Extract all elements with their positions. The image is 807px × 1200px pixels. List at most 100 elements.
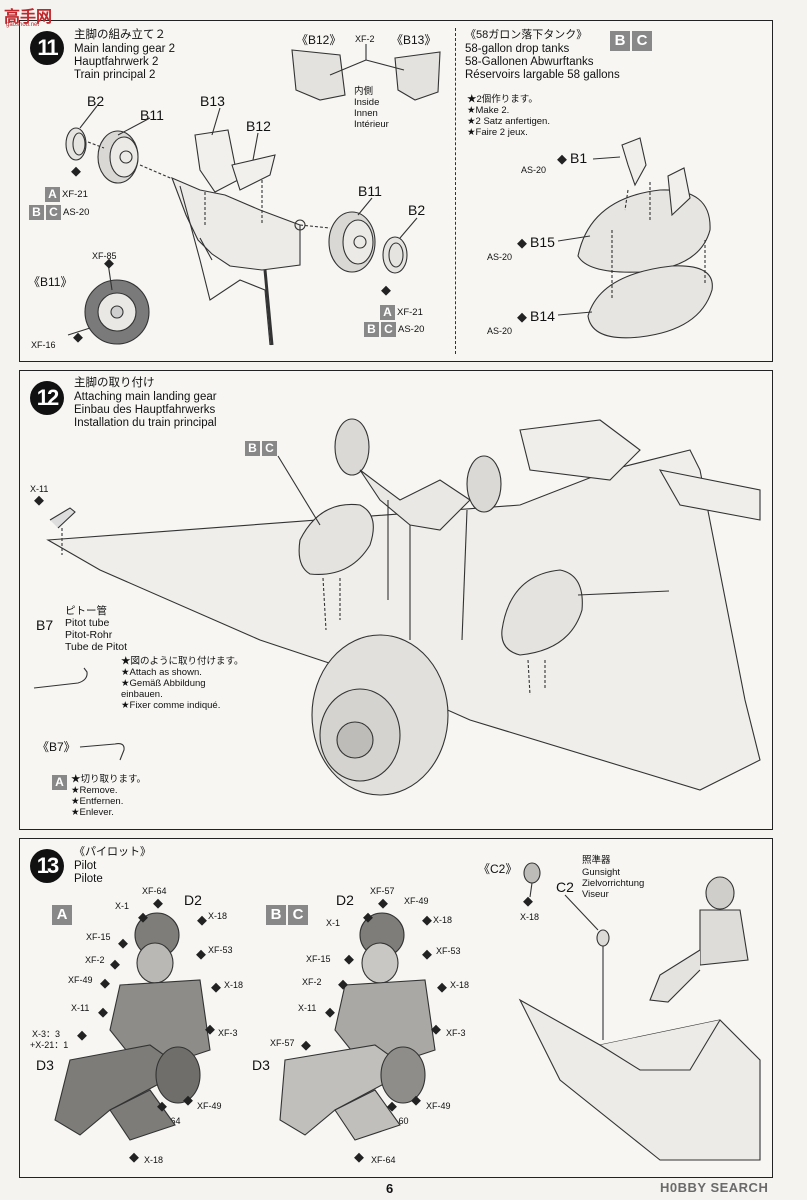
part-label-b15: B15 — [530, 234, 555, 250]
part-label-b11: B11 — [140, 107, 164, 123]
b7-detail-label: 《B7》 — [37, 740, 76, 754]
step-number-13: 13 — [30, 849, 64, 883]
step-13-title-en: Pilot — [74, 860, 97, 872]
detail-code-xf2: XF-2 — [355, 34, 375, 44]
detail-b12: 《B12》 — [296, 33, 342, 47]
paint-code-x11: X-11 — [30, 484, 49, 494]
paint-label: X-1 — [326, 918, 341, 928]
step-11-title-fr: Train principal 2 — [74, 69, 156, 81]
tanks-title-de: 58-Gallonen Abwurftanks — [465, 56, 594, 68]
paint-label: XF-49 — [68, 975, 93, 985]
variant-box-b: B — [364, 322, 379, 337]
paint-label: X-3：3 — [32, 1029, 61, 1039]
step-12-title-jp: 主脚の取り付け — [74, 377, 155, 389]
paint-label: X-18 — [433, 915, 453, 925]
remove-variant-box: A — [52, 774, 69, 792]
part-label-b14: B14 — [530, 308, 555, 324]
paint-label: X-18 — [144, 1155, 164, 1165]
paint-label: XF-49 — [404, 896, 429, 906]
inside-label-en: Inside — [354, 97, 380, 108]
step-11-title-jp: 主脚の組み立て２ — [74, 29, 166, 41]
attach-note: ★Attach as shown. — [121, 667, 202, 678]
step-number-11: 11 — [30, 31, 64, 65]
variant-box-c: C — [632, 31, 652, 51]
paint-label: XF-64 — [156, 1116, 181, 1126]
site-logo-sub: gaoshou.net — [6, 22, 40, 28]
paint-label: XF-15 — [86, 932, 111, 942]
remove-note: ★切り取ります。 — [71, 774, 147, 785]
remove-note: ★Enlever. — [71, 807, 114, 818]
remove-note: ★Entfernen. — [71, 796, 124, 807]
part-label-b13: B13 — [200, 93, 225, 109]
remove-note: ★Remove. — [71, 785, 118, 796]
inside-label-de: Innen — [354, 108, 378, 119]
page-number: 6 — [386, 1181, 394, 1196]
step-number-12: 12 — [30, 381, 64, 415]
part-label-b2: B2 — [408, 202, 426, 218]
paint-label: X-11 — [298, 1003, 317, 1013]
variant-box-a: A — [380, 305, 395, 320]
step-13-title-fr: Pilote — [74, 873, 103, 885]
tanks-note: ★Faire 2 jeux. — [467, 127, 528, 138]
step-13-panel — [19, 838, 773, 1178]
paint-label: XF-64 — [371, 1155, 396, 1165]
attach-note: ★Gemäß Abbildung — [121, 678, 206, 689]
paint-label: X-18 — [224, 980, 244, 990]
gunsight-de: Zielvorrichtung — [582, 878, 645, 889]
tanks-note: ★Make 2. — [467, 105, 510, 116]
pitot-fr: Tube de Pitot — [65, 641, 128, 653]
paint-label: XF-49 — [426, 1101, 451, 1111]
step-12-title-de: Einbau des Hauptfahrwerks — [74, 404, 216, 416]
step-12-title-fr: Installation du train principal — [74, 417, 217, 429]
step-13-title-jp: 《パイロット》 — [74, 846, 151, 858]
paint-label: X-18 — [450, 980, 470, 990]
part-label-d3: D3 — [252, 1057, 270, 1073]
variant-box-c: C — [689, 584, 704, 600]
variant-box-b: B — [245, 441, 260, 457]
part-label-b2: B2 — [87, 93, 105, 109]
paint-label: +X-21：1 — [30, 1040, 69, 1050]
paint-label: X-11 — [71, 1003, 90, 1013]
paint-label: XF-60 — [384, 1116, 409, 1126]
tanks-note: ★2個作ります。 — [467, 94, 538, 105]
paint-label: XF-3 — [446, 1028, 466, 1038]
variant-box-b: B — [610, 31, 630, 51]
part-label-b12: B12 — [246, 118, 271, 134]
variant-box-a: A — [52, 905, 72, 925]
part-label-b1: B1 — [570, 150, 588, 166]
attach-note: einbauen. — [121, 689, 163, 700]
variant-box-c: C — [381, 322, 396, 337]
part-label-d2: D2 — [184, 892, 202, 908]
paint-label: XF-57 — [370, 886, 395, 896]
paint-label: XF-64 — [142, 886, 167, 896]
wheel-detail-label: 《B11》 — [28, 275, 73, 289]
paint-code: AS-20 — [487, 326, 513, 336]
panel-divider — [455, 28, 456, 354]
tanks-note: ★2 Satz anfertigen. — [467, 116, 550, 127]
paint-label: XF-3 — [218, 1028, 238, 1038]
wheel-hub-code: XF-85 — [92, 251, 117, 261]
paint-label: XF-15 — [306, 954, 331, 964]
step-12-title-en: Attaching main landing gear — [74, 391, 217, 403]
tanks-title-en: 58-gallon drop tanks — [465, 43, 570, 55]
gunsight-fr: Viseur — [582, 889, 609, 900]
part-label-d2: D2 — [336, 892, 354, 908]
site-logo: 高手网 — [4, 9, 53, 26]
pilot-variant-a: A — [52, 905, 74, 925]
variant-box-a: A — [52, 775, 67, 791]
inside-label-fr: Intérieur — [354, 119, 389, 130]
variant-box-b: B — [29, 205, 44, 220]
tanks-title-jp: 《58ガロン落下タンク》 — [465, 29, 588, 41]
paint-label: XF-49 — [197, 1101, 222, 1111]
paint-label: XF-53 — [208, 945, 233, 955]
gunsight-en: Gunsight — [582, 867, 621, 878]
detail-b13: 《B13》 — [391, 33, 437, 47]
wheel-tire-code: XF-16 — [31, 340, 56, 350]
paint-code: AS-20 — [487, 252, 513, 262]
part-label-d3: D3 — [36, 1057, 54, 1073]
